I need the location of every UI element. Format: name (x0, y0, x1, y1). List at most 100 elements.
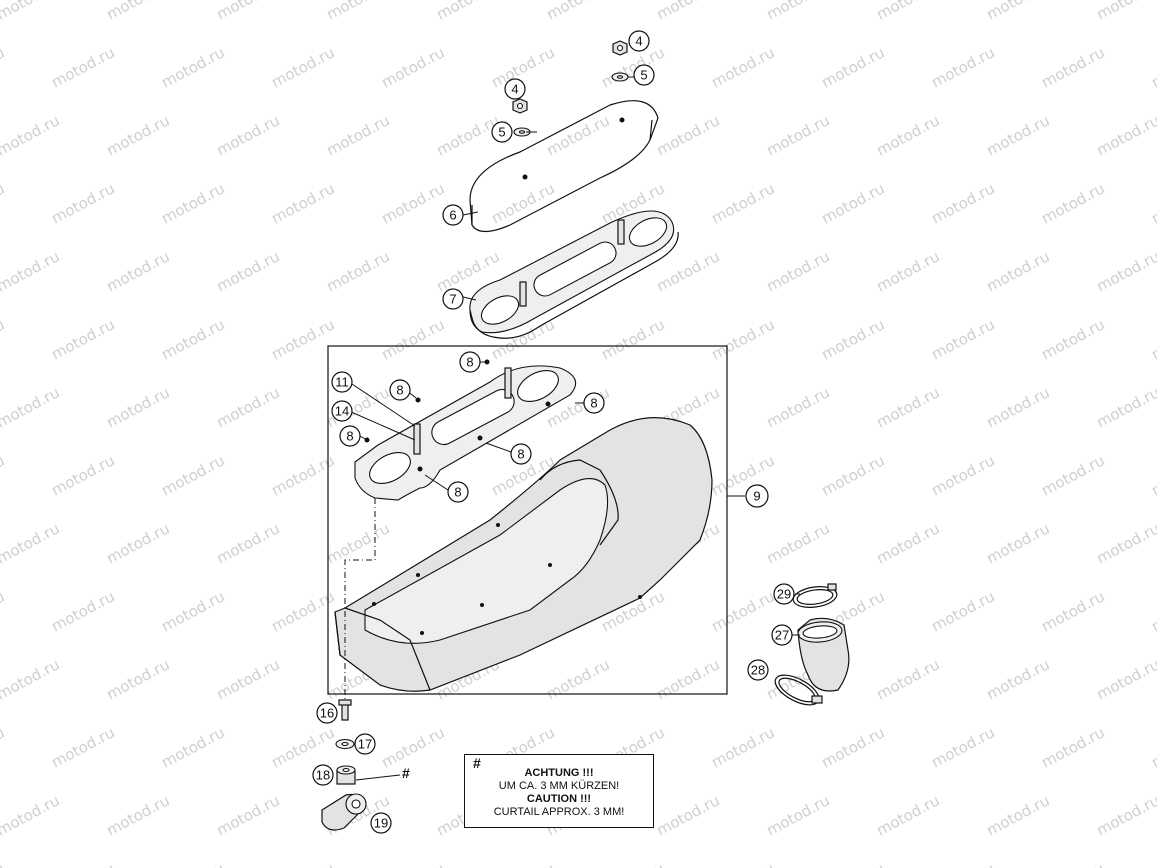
svg-text:6: 6 (449, 208, 456, 223)
watermark-text: motod.ru (543, 111, 612, 159)
watermark-text: motod.ru (763, 791, 832, 839)
watermark-text: motod.ru (708, 859, 777, 868)
callout-5-upper-right: 5 (633, 64, 655, 86)
callout-9: 9 (745, 484, 769, 508)
watermark-text: motod.ru (653, 111, 722, 159)
watermark-text: motod.ru (48, 587, 117, 635)
watermark-text: motod.ru (983, 247, 1052, 295)
spacer-sleeve-19 (321, 793, 367, 831)
svg-text:29: 29 (777, 587, 791, 602)
watermark-text: motod.ru (983, 791, 1052, 839)
watermark-text: motod.ru (598, 315, 667, 363)
watermark-text: motod.ru (213, 0, 282, 24)
svg-text:28: 28 (751, 663, 765, 678)
hash-mark: # (402, 765, 410, 781)
watermark-text: motod.ru (0, 859, 8, 868)
watermark-text: motod.ru (103, 519, 172, 567)
svg-text:9: 9 (753, 489, 760, 504)
watermark-text: motod.ru (103, 791, 172, 839)
callout-8-right: 8 (583, 392, 605, 414)
watermark-text: motod.ru (0, 247, 63, 295)
watermark-text: motod.ru (268, 587, 337, 635)
svg-text:27: 27 (775, 628, 789, 643)
watermark-text: motod.ru (1148, 315, 1157, 363)
watermark-text: motod.ru (543, 0, 612, 24)
watermark-text: motod.ru (818, 315, 887, 363)
watermark-text: motod.ru (0, 43, 8, 91)
bolt-16 (338, 699, 352, 721)
watermark-text: motod.ru (213, 383, 282, 431)
callout-8-left: 8 (339, 425, 361, 447)
watermark-text: motod.ru (323, 247, 392, 295)
watermark-text: motod.ru (158, 43, 227, 91)
watermark-text: motod.ru (1038, 43, 1107, 91)
watermark-text: motod.ru (213, 519, 282, 567)
svg-text:5: 5 (498, 125, 505, 140)
note-line-achtung: ACHTUNG !!! (524, 767, 594, 779)
watermark-text: motod.ru (1038, 315, 1107, 363)
note-line-kuerzen: UM CA. 3 MM KÜRZEN! (498, 780, 620, 792)
watermark-text: motod.ru (1093, 111, 1157, 159)
watermark-text: motod.ru (1093, 655, 1157, 703)
watermark-text: motod.ru (103, 247, 172, 295)
callout-14: 14 (331, 400, 353, 422)
watermark-text: motod.ru (543, 655, 612, 703)
watermark-text: motod.ru (1148, 587, 1157, 635)
svg-text:18: 18 (316, 768, 330, 783)
watermark-text: motod.ru (873, 383, 942, 431)
watermark-text: motod.ru (1038, 859, 1107, 868)
watermark-text: motod.ru (103, 383, 172, 431)
watermark-text: motod.ru (928, 451, 997, 499)
watermark-text: motod.ru (0, 587, 8, 635)
watermark-text: motod.ru (873, 247, 942, 295)
watermark-text: motod.ru (0, 451, 8, 499)
watermark-text: motod.ru (1148, 451, 1157, 499)
note-hash-mark: # (473, 755, 481, 771)
watermark-text: motod.ru (323, 0, 392, 24)
watermark-text: motod.ru (598, 43, 667, 91)
callout-19: 19 (370, 812, 392, 834)
callout-6: 6 (442, 204, 464, 226)
watermark-text: motod.ru (818, 451, 887, 499)
watermark-text: motod.ru (818, 43, 887, 91)
svg-text:8: 8 (517, 447, 524, 462)
watermark-text: motod.ru (0, 723, 8, 771)
watermark-text: motod.ru (763, 0, 832, 24)
watermark-text: motod.ru (158, 179, 227, 227)
watermark-text: motod.ru (928, 859, 997, 868)
watermark-text: motod.ru (653, 0, 722, 24)
watermark-text: motod.ru (598, 859, 667, 868)
svg-text:5: 5 (640, 68, 647, 83)
watermark-text: motod.ru (158, 315, 227, 363)
svg-text:11: 11 (335, 375, 349, 390)
air-filter-foam (469, 100, 659, 233)
watermark-text: motod.ru (1093, 791, 1157, 839)
watermark-text: motod.ru (48, 451, 117, 499)
callout-29: 29 (773, 583, 795, 605)
watermark-text: motod.ru (378, 43, 447, 91)
watermark-text: motod.ru (158, 587, 227, 635)
watermark-text: motod.ru (873, 0, 942, 24)
watermark-text: motod.ru (1038, 587, 1107, 635)
watermark-text: motod.ru (928, 43, 997, 91)
callout-4-upper-left: 4 (504, 78, 526, 100)
watermark-text: motod.ru (268, 723, 337, 771)
watermark-text: motod.ru (0, 383, 63, 431)
watermark-text: motod.ru (873, 111, 942, 159)
watermark-text: motod.ru (48, 315, 117, 363)
watermark-text: motod.ru (653, 791, 722, 839)
svg-text:19: 19 (374, 816, 388, 831)
watermark-text: motod.ru (158, 723, 227, 771)
watermark-text: motod.ru (763, 111, 832, 159)
watermark-text: motod.ru (0, 179, 8, 227)
watermark-text: motod.ru (1093, 0, 1157, 24)
nut-upper-left (512, 98, 528, 114)
callout-17: 17 (354, 733, 376, 755)
svg-text:17: 17 (358, 737, 372, 752)
watermark-text: motod.ru (1038, 723, 1107, 771)
watermark-text: motod.ru (48, 179, 117, 227)
watermark-text: motod.ru (433, 0, 502, 24)
svg-text:8: 8 (396, 383, 403, 398)
